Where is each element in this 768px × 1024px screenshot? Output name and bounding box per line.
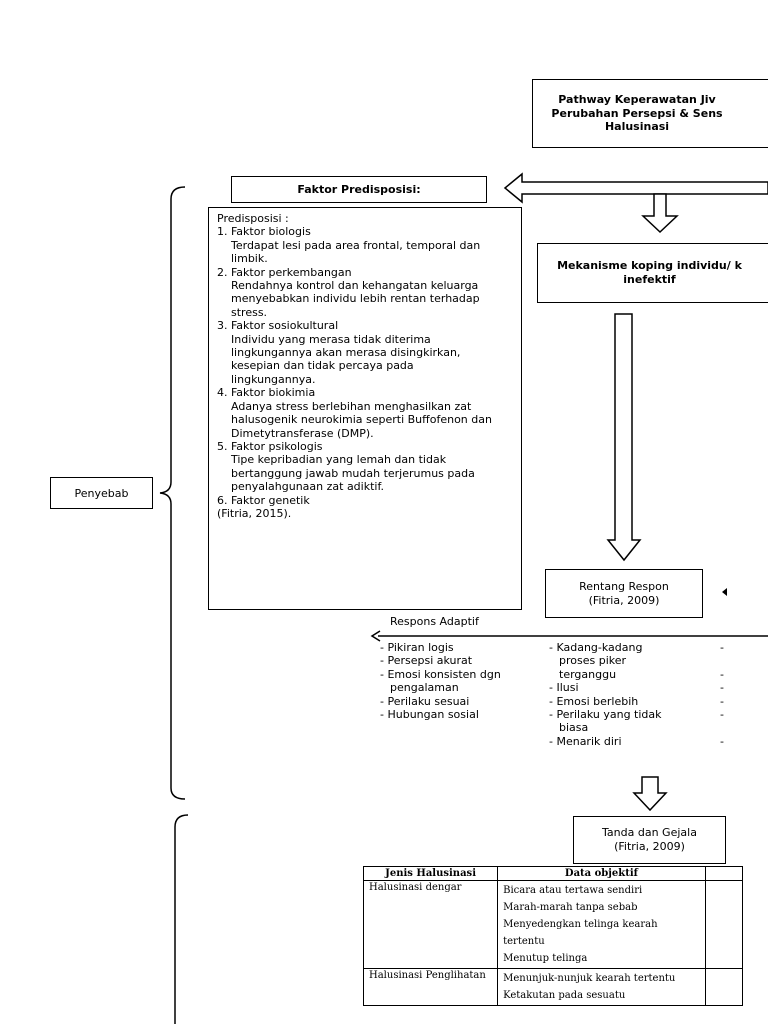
mekanisme-line-2: inefektif xyxy=(623,273,676,286)
title-line-2: Perubahan Persepsi & Sens xyxy=(551,106,723,120)
table-row: Halusinasi Penglihatan Menunjuk-nunjuk k… xyxy=(362,968,744,1006)
rentang-respon-box: Rentang Respon (Fitria, 2009) xyxy=(545,569,703,618)
penyebab-brace xyxy=(159,186,186,800)
table-cell-data: Bicara atau tertawa sendiri Marah-marah … xyxy=(497,880,706,969)
title-line-1: Pathway Keperawatan Jiv xyxy=(558,93,716,107)
list-item: - Perilaku yang tidak xyxy=(549,708,662,722)
list-item: terganggu xyxy=(559,667,617,681)
tanda-line-1: Tanda dan Gejala xyxy=(602,826,697,839)
data-line: Menyedengkan telinga kearah xyxy=(503,919,658,930)
list-item: - Persepsi akurat xyxy=(380,654,473,668)
predisposisi-line: 1. Faktor biologis xyxy=(217,225,311,239)
table-header: Jenis Halusinasi xyxy=(362,866,499,881)
list-item: - Hubungan sosial xyxy=(380,708,479,722)
table-header: Data objektif xyxy=(497,866,706,881)
predisposisi-box: Predisposisi : 1. Faktor biologis Terdap… xyxy=(208,207,522,610)
right-dash: - xyxy=(720,681,724,694)
table-cell-cut xyxy=(704,880,744,969)
tanda-line-2: (Fitria, 2009) xyxy=(614,840,685,853)
table-header-row: Jenis Halusinasi Data objektif xyxy=(362,866,744,881)
right-dash: - xyxy=(720,668,724,681)
predisposisi-line: 6. Faktor genetik xyxy=(217,493,310,507)
maladaptif-list: - Kadang-kadang proses piker terganggu -… xyxy=(549,641,662,748)
list-item: - Kadang-kadang xyxy=(549,641,643,654)
mekanisme-koping-box: Mekanisme koping individu/ k inefektif xyxy=(537,243,768,303)
predisposisi-line: 3. Faktor sosiokultural xyxy=(217,319,339,333)
right-dash: - xyxy=(720,641,724,654)
list-item: - Perilaku sesuai xyxy=(380,694,470,708)
respons-adaptif-label: Respons Adaptif xyxy=(390,615,479,628)
list-item: biasa xyxy=(559,721,589,735)
predisposisi-line: (Fitria, 2015). xyxy=(217,506,292,520)
predisposisi-line: stress. xyxy=(231,305,268,319)
predisposisi-line: Rendahnya kontrol dan kehangatan keluarg… xyxy=(231,279,479,293)
down-arrow-to-tanda xyxy=(632,776,668,812)
list-item: - Emosi konsisten dgn xyxy=(380,667,501,681)
rentang-line-1: Rentang Respon xyxy=(579,579,669,593)
down-arrow-to-rentang xyxy=(606,313,642,562)
adaptif-list: - Pikiran logis - Persepsi akurat - Emos… xyxy=(380,641,501,721)
data-line: tertentu xyxy=(503,936,545,947)
second-brace xyxy=(174,814,189,1024)
left-arrow-to-faktor xyxy=(503,172,768,204)
penyebab-label: Penyebab xyxy=(74,486,129,500)
predisposisi-line: Terdapat lesi pada area frontal, tempora… xyxy=(231,238,481,252)
right-dash: - xyxy=(720,708,724,721)
list-item: - Menarik diri xyxy=(549,734,622,748)
predisposisi-line: bertanggung jawab mudah terjerumus pada xyxy=(231,466,475,480)
left-arrow-cut xyxy=(722,588,727,596)
table-cell-cut xyxy=(704,968,744,1006)
predisposisi-line: menyebabkan individu lebih rentan terhad… xyxy=(231,292,480,306)
table-header-cut xyxy=(704,866,744,881)
faktor-predisposisi-header: Faktor Predisposisi: xyxy=(231,176,487,203)
predisposisi-line: 4. Faktor biokimia xyxy=(217,386,316,400)
predisposisi-line: kesepian dan tidak percaya pada xyxy=(231,359,414,373)
data-line: Ketakutan pada sesuatu xyxy=(503,990,626,1001)
list-item: pengalaman xyxy=(390,681,459,695)
rentang-line-2: (Fitria, 2009) xyxy=(588,593,660,607)
data-line: Menutup telinga xyxy=(503,953,588,964)
predisposisi-line: halusogenik neurokimia seperti Buffofeno… xyxy=(231,413,492,427)
down-arrow-to-mekanisme xyxy=(641,193,679,234)
predisposisi-line: Adanya stress berlebihan menghasilkan za… xyxy=(231,399,472,413)
tanda-gejala-box: Tanda dan Gejala (Fitria, 2009) xyxy=(573,816,726,864)
predisposisi-line: lingkungannya akan merasa disingkirkan, xyxy=(231,346,461,360)
predisposisi-line: penyalahgunaan zat adiktif. xyxy=(231,480,385,494)
list-item: - Ilusi xyxy=(549,681,579,695)
data-line: Menunjuk-nunjuk kearah tertentu xyxy=(503,973,676,984)
faktor-predisposisi-label: Faktor Predisposisi: xyxy=(297,183,421,196)
title-line-3: Halusinasi xyxy=(604,120,670,134)
predisposisi-line: Individu yang merasa tidak diterima xyxy=(231,332,431,346)
predisposisi-line: Predisposisi : xyxy=(217,212,289,225)
data-line: Marah-marah tanpa sebab xyxy=(503,902,638,913)
respons-arrowhead xyxy=(370,630,381,642)
predisposisi-line: lingkungannya. xyxy=(231,372,316,386)
list-item: proses piker xyxy=(559,654,627,668)
penyebab-box: Penyebab xyxy=(50,477,153,509)
predisposisi-line: 2. Faktor perkembangan xyxy=(217,265,352,279)
predisposisi-line: Dimetytransferase (DMP). xyxy=(231,426,374,440)
right-dash: - xyxy=(720,695,724,708)
data-line: Bicara atau tertawa sendiri xyxy=(503,885,643,896)
right-dash: - xyxy=(720,735,724,748)
predisposisi-line: 5. Faktor psikologis xyxy=(217,439,323,453)
title-box: Pathway Keperawatan Jiv Perubahan Persep… xyxy=(532,79,768,148)
table-cell-jenis: Halusinasi Penglihatan xyxy=(362,968,499,1006)
list-item: - Pikiran logis xyxy=(380,641,454,654)
mekanisme-line-1: Mekanisme koping individu/ k xyxy=(557,259,742,273)
table-row: Halusinasi dengar Bicara atau tertawa se… xyxy=(362,880,744,969)
gejala-table: Jenis Halusinasi Data objektif Halusinas… xyxy=(362,866,744,1006)
table-cell-data: Menunjuk-nunjuk kearah tertentu Ketakuta… xyxy=(497,968,706,1006)
predisposisi-line: Tipe kepribadian yang lemah dan tidak xyxy=(231,453,447,467)
list-item: - Emosi berlebih xyxy=(549,694,639,708)
predisposisi-line: limbik. xyxy=(231,252,268,266)
table-cell-jenis: Halusinasi dengar xyxy=(362,880,499,969)
